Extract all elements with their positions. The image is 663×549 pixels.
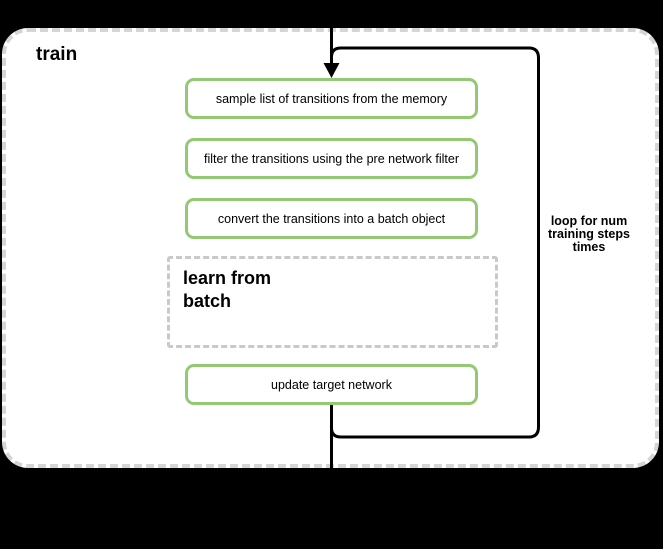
- train-title: train: [36, 44, 78, 65]
- loop-boundary: [330, 46, 540, 439]
- step-update-target-network: update target network: [185, 364, 478, 405]
- learn-from-batch-box: learn from batch: [167, 256, 498, 348]
- step-sample-transitions: sample list of transitions from the memo…: [185, 78, 478, 119]
- loop-annotation: loop for num training steps times: [548, 214, 630, 255]
- step-filter-transitions: filter the transitions using the pre net…: [185, 138, 478, 179]
- arrowhead-down-icon: [323, 63, 340, 78]
- step-convert-to-batch: convert the transitions into a batch obj…: [185, 198, 478, 239]
